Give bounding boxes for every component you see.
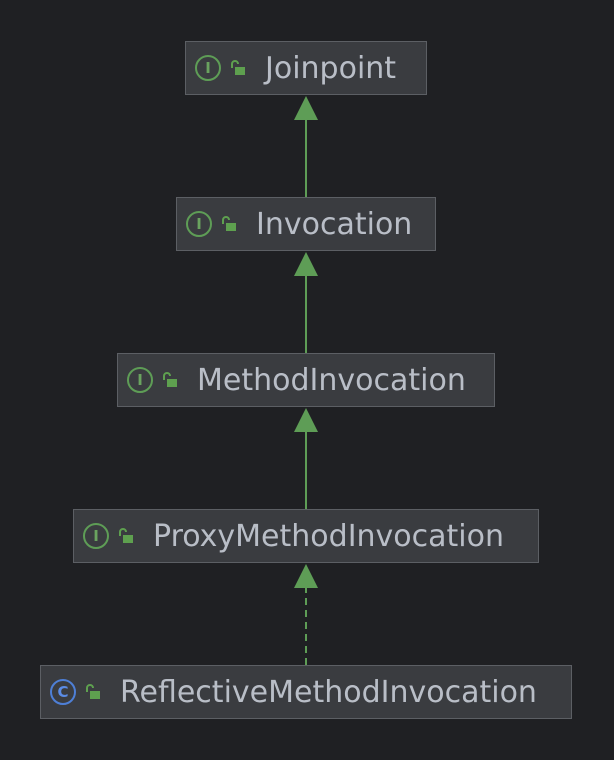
- node-label: Invocation: [256, 206, 413, 242]
- edge-arrowhead: [294, 96, 318, 120]
- public-access-icon: [161, 371, 179, 389]
- edge-arrowhead: [294, 408, 318, 432]
- public-access-icon: [117, 527, 135, 545]
- node-label: Joinpoint: [265, 50, 397, 86]
- interface-icon: I: [127, 367, 153, 393]
- node-label: MethodInvocation: [197, 362, 466, 398]
- public-access-icon: [84, 683, 102, 701]
- class-icon: C: [50, 679, 76, 705]
- node-method-invocation[interactable]: I MethodInvocation: [117, 353, 495, 407]
- interface-icon: I: [195, 55, 221, 81]
- node-reflective-method-invocation[interactable]: C ReflectiveMethodInvocation: [40, 665, 572, 719]
- public-access-icon: [220, 215, 238, 233]
- edge-arrowhead: [294, 252, 318, 276]
- node-proxy-method-invocation[interactable]: I ProxyMethodInvocation: [73, 509, 539, 563]
- edge-arrowhead: [294, 564, 318, 588]
- public-access-icon: [229, 59, 247, 77]
- interface-icon: I: [83, 523, 109, 549]
- node-invocation[interactable]: I Invocation: [176, 197, 436, 251]
- interface-icon: I: [186, 211, 212, 237]
- node-joinpoint[interactable]: I Joinpoint: [185, 41, 427, 95]
- node-label: ProxyMethodInvocation: [153, 518, 505, 554]
- node-label: ReflectiveMethodInvocation: [120, 674, 537, 710]
